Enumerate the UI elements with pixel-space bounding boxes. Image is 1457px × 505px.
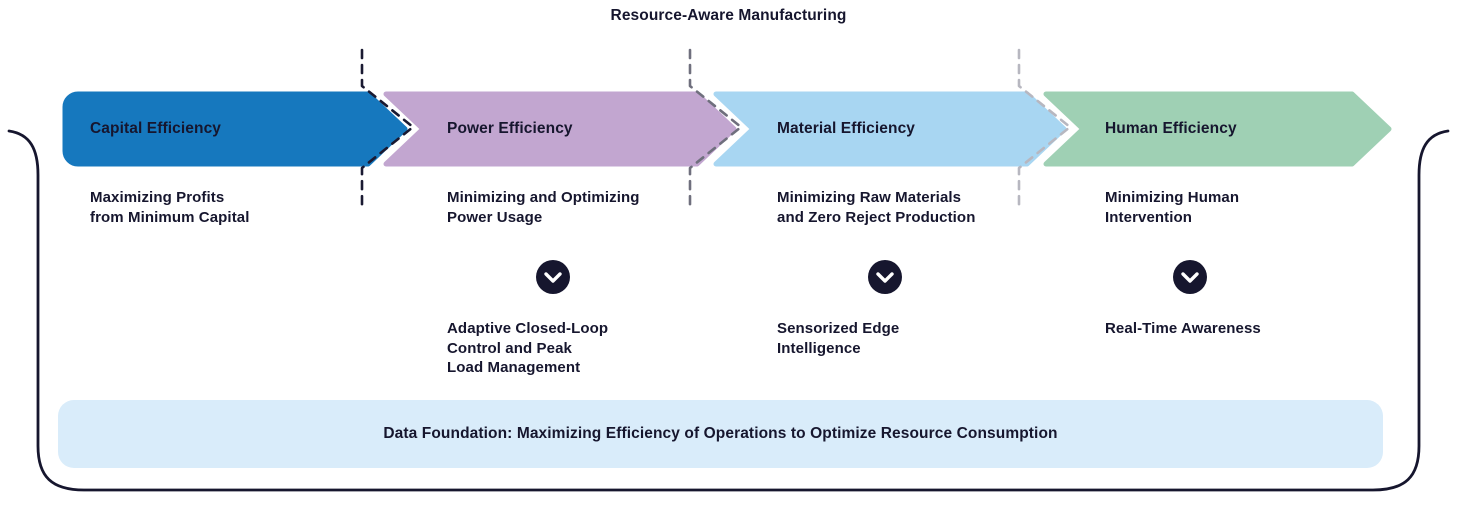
diagram-title: Resource-Aware Manufacturing — [610, 7, 847, 24]
enabler-material-efficiency: Sensorized Edge Intelligence — [777, 320, 900, 357]
stage-label-material-efficiency: Material Efficiency — [777, 120, 916, 137]
stage-label-power-efficiency: Power Efficiency — [447, 120, 573, 137]
stage-description-human-efficiency: Minimizing Human Intervention — [1105, 189, 1240, 226]
chevron-down-icon — [876, 272, 894, 283]
dashed-separator-2 — [688, 48, 743, 210]
stage-description-power-efficiency: Minimizing and Optimizing Power Usage — [447, 189, 640, 226]
chevron-power-efficiency — [383, 91, 737, 167]
chevron-down-circle-human — [1172, 259, 1208, 295]
dashed-separator-1 — [360, 48, 415, 210]
chevron-down-icon — [1181, 272, 1199, 283]
chevron-down-circle-material — [867, 259, 903, 295]
data-foundation-bar — [58, 400, 1383, 468]
chevron-down-circle-power — [535, 259, 571, 295]
outer-bracket — [7, 129, 1450, 492]
stage-label-human-efficiency: Human Efficiency — [1105, 120, 1237, 137]
circle-background — [1173, 260, 1207, 294]
data-foundation-label: Data Foundation: Maximizing Efficiency o… — [383, 425, 1058, 442]
enabler-human-efficiency: Real-Time Awareness — [1105, 320, 1261, 337]
chevron-down-icon — [544, 272, 562, 283]
circle-background — [868, 260, 902, 294]
dashed-separator-3 — [1017, 48, 1072, 210]
stage-description-material-efficiency: Minimizing Raw Materials and Zero Reject… — [777, 189, 976, 226]
enabler-power-efficiency: Adaptive Closed-Loop Control and Peak Lo… — [447, 320, 609, 376]
chevron-capital-efficiency — [62, 91, 408, 167]
stage-description-capital-efficiency: Maximizing Profits from Minimum Capital — [90, 189, 250, 226]
stage-label-capital-efficiency: Capital Efficiency — [90, 120, 222, 137]
circle-background — [536, 260, 570, 294]
chevron-human-efficiency — [1043, 91, 1392, 167]
